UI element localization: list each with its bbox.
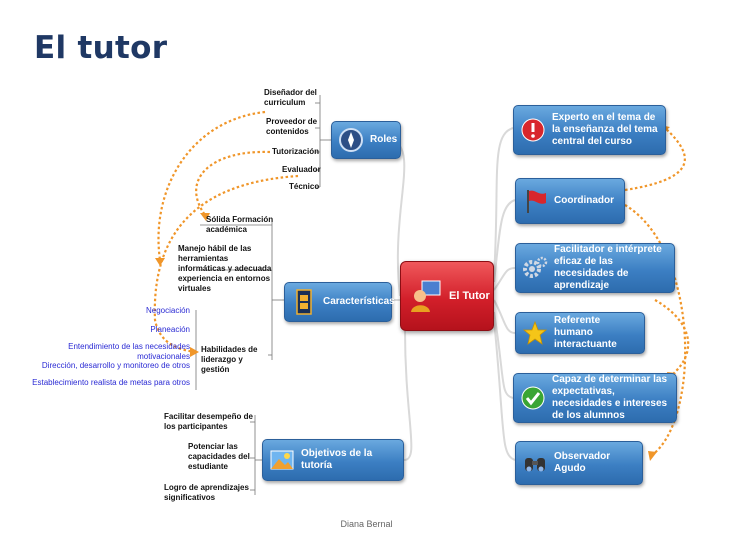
- objetivo-item: Facilitar desempeño de los participantes: [164, 412, 253, 431]
- roles-node-label: Roles: [370, 134, 398, 145]
- caracteristica-item: Habilidades de liderazgo y gestión: [201, 345, 258, 374]
- footer-author: Diana Bernal: [340, 519, 393, 529]
- landscape-icon: [270, 450, 294, 470]
- page-title: El tutor: [34, 30, 168, 66]
- caracteristica-item: Sólida Formación académica: [206, 215, 274, 234]
- habilidad-item: Dirección, desarrollo y monitoreo de otr…: [41, 361, 190, 370]
- objetivo-item: Potenciar las capacidades del estudiante: [188, 442, 250, 471]
- coordinador-node[interactable]: Coordinador: [515, 178, 625, 224]
- caracteristica-item: Manejo hábil de las herramientas informá…: [178, 244, 272, 293]
- objetivos-node[interactable]: Objetivos de la tutoría: [262, 439, 404, 481]
- observador-node[interactable]: Observador Agudo: [515, 441, 643, 485]
- caracteristicas-node-label: Características: [323, 296, 395, 307]
- caracteristicas-node[interactable]: Características: [284, 282, 395, 322]
- binoculars-icon: [525, 458, 545, 472]
- checkmark-icon: [521, 386, 545, 410]
- role-item: Diseñador del curriculum: [264, 88, 317, 107]
- habilidad-item: Planeación: [150, 325, 190, 334]
- coordinador-node-label: Coordinador: [554, 195, 614, 206]
- observador-node-label: Observador Agudo: [554, 451, 611, 474]
- role-item: Técnico: [289, 182, 320, 191]
- experto-node[interactable]: Experto en el tema de la enseñanza del t…: [513, 105, 666, 155]
- experto-node-label: Experto en el tema de la enseñanza del t…: [552, 112, 658, 147]
- facilitador-node-label: Facilitador e intérprete eficaz de las n…: [554, 244, 662, 291]
- referente-node-label: Referente humano interactuante: [554, 315, 617, 350]
- capaz-node[interactable]: Capaz de determinar las expectativas, ne…: [513, 373, 677, 423]
- film-icon: [296, 289, 312, 315]
- gears-icon: [523, 256, 548, 278]
- warning-icon: [521, 118, 545, 142]
- habilidad-item: Negociación: [145, 306, 190, 315]
- habilidad-item: Entendimiento de las necesidades motivac…: [68, 342, 190, 361]
- flag-icon: [527, 190, 546, 213]
- role-item: Tutorización: [272, 147, 319, 156]
- person-computer-icon: [411, 280, 441, 312]
- facilitador-node[interactable]: Facilitador e intérprete eficaz de las n…: [515, 243, 675, 293]
- referente-node[interactable]: Referente humano interactuante: [515, 312, 645, 354]
- central-node-label: El Tutor: [449, 290, 490, 302]
- role-item: Proveedor de contenidos: [266, 117, 318, 136]
- role-item: Evaluador: [282, 165, 321, 174]
- star-icon: [522, 320, 548, 345]
- objetivos-node-label: Objetivos de la tutoría: [301, 448, 373, 471]
- capaz-node-label: Capaz de determinar las expectativas, ne…: [552, 374, 668, 421]
- central-node[interactable]: El Tutor: [400, 261, 494, 331]
- objetivo-item: Logro de aprendizajes significativos: [164, 483, 249, 502]
- roles-node[interactable]: Roles: [331, 121, 401, 159]
- compass-icon: [339, 128, 363, 152]
- habilidad-item: Establecimiento realista de metas para o…: [32, 378, 190, 387]
